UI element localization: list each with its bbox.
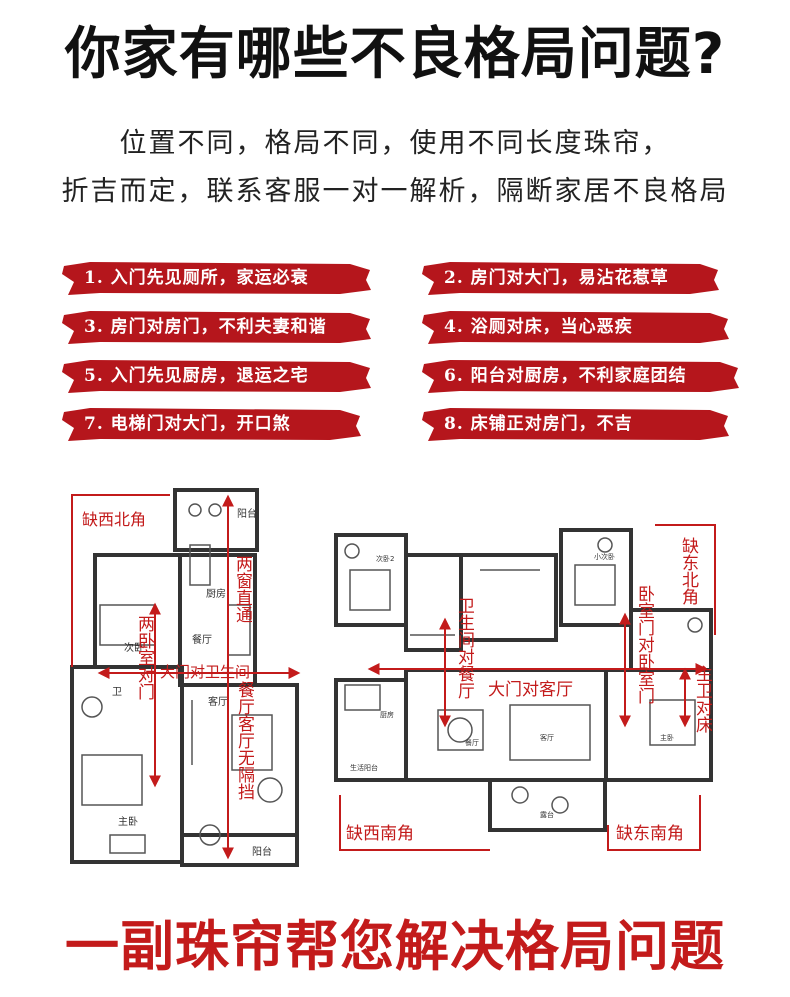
left-kitchen-label: 厨房 [206, 587, 226, 600]
problem-banner-6: 6. 阳台对厨房，不利家庭团结 [420, 358, 740, 394]
problem-banner-2: 2. 房门对大门，易沾花惹草 [420, 260, 720, 296]
right-corner-ne-label: 缺东北角 [678, 537, 698, 605]
right-corner-se-label: 缺东南角 [616, 824, 684, 844]
floor-plans-drawing: 阳台 厨房 餐厅 次卧 卫 客厅 主卧 阳台 缺西北角 两窗直通 两卧室对门 大… [70, 488, 716, 867]
right-living-balcony-label: 生活阳台 [350, 763, 378, 772]
problem-banner-4: 4. 浴厕对床，当心恶疾 [420, 309, 730, 345]
left-living-label: 客厅 [208, 695, 228, 708]
left-corner-label: 缺西北角 [82, 510, 146, 529]
problem-banner-1: 1. 入门先见厕所，家运必衰 [60, 260, 372, 296]
problem-banner-8: 8. 床铺正对房门，不吉 [420, 406, 730, 442]
footer-slogan: 一副珠帘帮您解决格局问题 [65, 915, 725, 978]
right-bedroom-bedroom-annotation: 卧室门对卧室门 [634, 585, 654, 704]
problem-text-2: 2. 房门对大门，易沾花惹草 [444, 268, 669, 288]
right-door-living-annotation: 大门对客厅 [488, 680, 573, 697]
problem-text-1: 1. 入门先见厕所，家运必衰 [84, 268, 309, 288]
left-balcony-bottom-label: 阳台 [252, 845, 272, 858]
floor-plans: 阳台 厨房 餐厅 次卧 卫 客厅 主卧 阳台 缺西北角 两窗直通 两卧室对门 大… [0, 485, 790, 875]
right-bedroom2-label: 次卧2 [376, 554, 394, 563]
page-title: 你家有哪些不良格局问题? [64, 22, 726, 87]
right-small-bedroom-label: 小次卧 [594, 552, 615, 561]
right-balcony-label: 露台 [540, 810, 554, 819]
problem-banner-3: 3. 房门对房门，不利夫妻和谐 [60, 309, 372, 345]
right-master-label: 主卧 [660, 733, 674, 742]
left-restaurant-label: 餐厅 [192, 633, 212, 646]
problem-banner-5: 5. 入门先见厨房，退运之宅 [60, 358, 372, 394]
right-toilet-dining-annotation: 卫生间对餐厅 [454, 597, 474, 699]
right-toilet-bed-annotation: 主卫对床 [692, 665, 712, 733]
problem-text-5: 5. 入门先见厨房，退运之宅 [84, 366, 309, 386]
problem-text-6: 6. 阳台对厨房，不利家庭团结 [444, 366, 687, 386]
problem-text-3: 3. 房门对房门，不利夫妻和谐 [84, 317, 327, 337]
left-bedrooms-annotation: 两卧室对门 [134, 615, 154, 700]
problem-text-4: 4. 浴厕对床，当心恶疾 [444, 317, 633, 337]
subtitle-line-1: 位置不同，格局不同，使用不同长度珠帘， [119, 128, 671, 159]
right-living-label: 客厅 [540, 733, 554, 742]
problem-text-8: 8. 床铺正对房门，不吉 [444, 414, 633, 434]
right-dining-label: 餐厅 [465, 738, 479, 747]
left-master-bedroom-label: 主卧 [118, 815, 138, 828]
left-dining-annotation: 餐厅客厅无隔挡 [234, 681, 254, 800]
left-secondary-bedroom-label: 次卧 [124, 641, 144, 654]
left-door-toilet-annotation: 大门对卫生间 [160, 663, 251, 681]
problem-banner-7: 7. 电梯门对大门，开口煞 [60, 406, 362, 442]
left-balcony-top-label: 阳台 [237, 507, 257, 520]
left-bathroom-label: 卫 [112, 687, 122, 698]
left-window-annotation: 两窗直通 [232, 555, 252, 623]
right-kitchen-label: 厨房 [380, 710, 394, 719]
right-corner-sw-label: 缺西南角 [346, 824, 414, 844]
problem-text-7: 7. 电梯门对大门，开口煞 [84, 414, 291, 434]
subtitle-line-2: 折吉而定，联系客服一对一解析，隔断家居不良格局 [61, 176, 729, 207]
